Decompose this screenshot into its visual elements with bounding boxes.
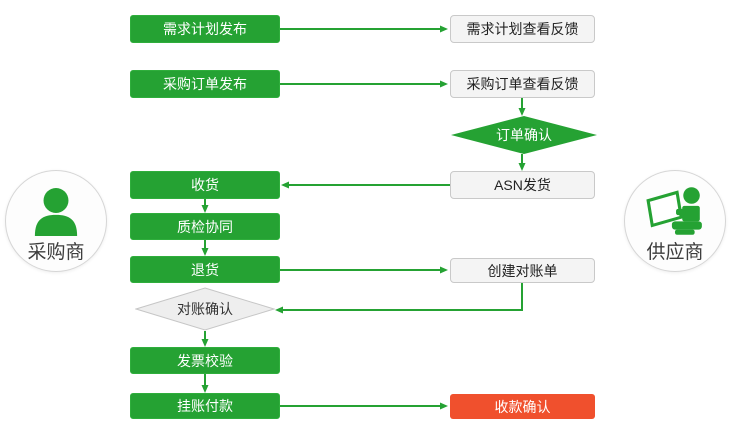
node-receive-goods: 收货 — [130, 171, 280, 199]
node-po-feedback: 采购订单查看反馈 — [450, 70, 595, 98]
node-invoice-verify: 发票校验 — [130, 347, 280, 374]
node-demand-plan-feedback: 需求计划查看反馈 — [450, 15, 595, 43]
node-payment-on-account: 挂账付款 — [130, 393, 280, 419]
node-quality-check: 质检协同 — [130, 213, 280, 240]
node-order-confirm: 订单确认 — [451, 116, 597, 154]
diamond-shape-green — [451, 116, 597, 154]
diamond-shape-gray — [135, 287, 275, 331]
node-receipt-confirm: 收款确认 — [450, 394, 595, 419]
node-demand-plan-publish: 需求计划发布 — [130, 15, 280, 43]
node-statement-confirm: 对账确认 — [135, 287, 275, 331]
node-po-publish: 采购订单发布 — [130, 70, 280, 98]
node-create-statement: 创建对账单 — [450, 258, 595, 283]
buyer-avatar-icon — [33, 188, 79, 241]
statement-confirm-label: 对账确认 — [177, 301, 233, 317]
node-return-goods: 退货 — [130, 256, 280, 283]
supplier-actor: 供应商 — [624, 170, 726, 272]
buyer-actor: 采购商 — [5, 170, 107, 272]
supplier-laptop-icon — [644, 186, 706, 241]
node-asn-ship: ASN发货 — [450, 171, 595, 199]
buyer-label: 采购商 — [27, 242, 85, 263]
supplier-label: 供应商 — [646, 242, 704, 263]
order-confirm-label: 订单确认 — [496, 127, 552, 143]
